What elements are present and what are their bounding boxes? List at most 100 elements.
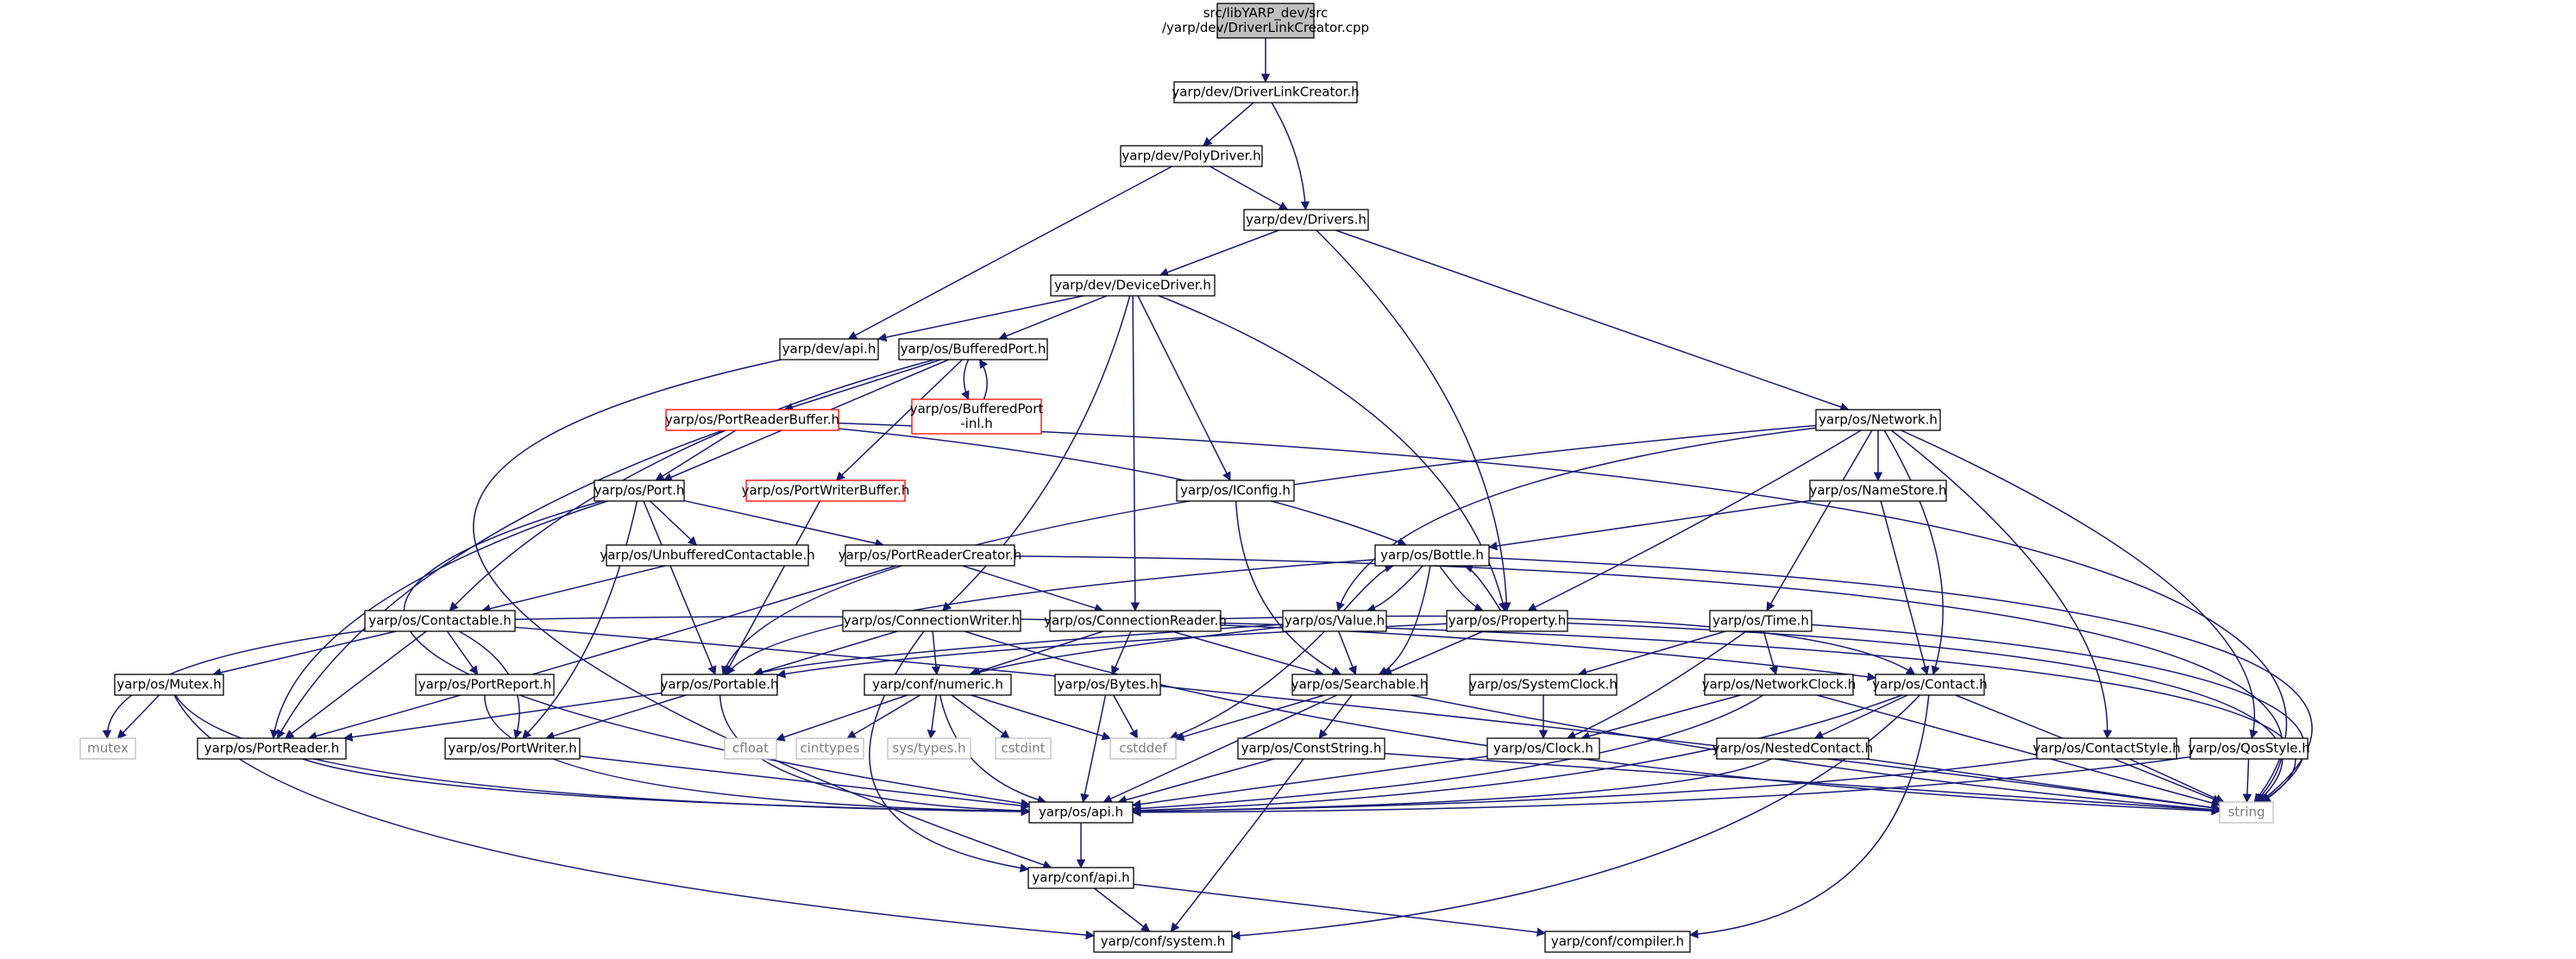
edge-network-to-contact <box>1883 429 1944 675</box>
node-conf_system[interactable]: yarp/conf/system.h <box>1093 931 1233 953</box>
edge-property-to-string <box>1567 622 2284 803</box>
node-portable[interactable]: yarp/os/Portable.h <box>661 674 779 696</box>
node-mutex_std: mutex <box>79 737 136 760</box>
node-contactable[interactable]: yarp/os/Contactable.h <box>364 610 516 632</box>
node-bytes[interactable]: yarp/os/Bytes.h <box>1054 674 1161 696</box>
node-mutex[interactable]: yarp/os/Mutex.h <box>114 674 224 696</box>
node-networkclock[interactable]: yarp/os/NetworkClock.h <box>1702 674 1857 696</box>
edge-iconfig-to-searchable <box>1235 500 1341 675</box>
node-box-searchable <box>1291 674 1428 696</box>
edge-contactable-to-contact <box>514 616 1877 681</box>
node-property[interactable]: yarp/os/Property.h <box>1446 610 1568 632</box>
node-box-mutex_std <box>79 737 136 760</box>
node-devicedriver[interactable]: yarp/dev/DeviceDriver.h <box>1050 274 1216 297</box>
node-qosstyle[interactable]: yarp/os/QosStyle.h <box>2188 737 2310 760</box>
node-box-cstdint <box>995 737 1052 760</box>
node-network[interactable]: yarp/os/Network.h <box>1815 409 1941 431</box>
edge-mutex-to-conf_system <box>173 694 1096 940</box>
node-bufferedport[interactable]: yarp/os/BufferedPort.h <box>898 338 1048 360</box>
edge-drivers-to-network <box>1335 229 1850 411</box>
node-label-root-line-1: src/libYARP_dev/src <box>1203 5 1329 22</box>
node-searchable[interactable]: yarp/os/Searchable.h <box>1291 674 1429 696</box>
edge-contactable-to-portreport <box>446 630 479 675</box>
node-root[interactable]: src/libYARP_dev/src/yarp/dev/DriverLinkC… <box>1162 3 1369 39</box>
node-unbuffered[interactable]: yarp/os/UnbufferedContactable.h <box>600 544 815 567</box>
node-box-portwriterbuffer <box>745 480 906 502</box>
node-label-contactstyle: yarp/os/ContactStyle.h <box>2033 741 2180 756</box>
node-systemclock[interactable]: yarp/os/SystemClock.h <box>1469 674 1618 696</box>
node-box-devicedriver <box>1050 274 1216 297</box>
node-time[interactable]: yarp/os/Time.h <box>1709 610 1813 632</box>
edge-bytes-to-os_api <box>1080 694 1107 804</box>
node-box-bottle <box>1374 544 1490 567</box>
node-label-dlc_h: yarp/dev/DriverLinkCreator.h <box>1172 85 1359 100</box>
edge-portreaderbuffer-to-bottle <box>838 428 1407 547</box>
node-bufferedport_inl[interactable]: yarp/os/BufferedPort-inl.h <box>910 398 1044 435</box>
node-drivers[interactable]: yarp/dev/Drivers.h <box>1243 209 1369 231</box>
edge-value-to-portable <box>753 624 1284 677</box>
edge-time-to-networkclock <box>1762 630 1779 676</box>
node-bottle[interactable]: yarp/os/Bottle.h <box>1374 544 1490 567</box>
node-nestedcontact[interactable]: yarp/os/NestedContact.h <box>1712 737 1873 760</box>
node-box-numeric <box>864 674 1012 696</box>
edge-numeric-to-os_api <box>939 694 1047 805</box>
node-dlc_h[interactable]: yarp/dev/DriverLinkCreator.h <box>1172 81 1360 103</box>
node-conf_compiler[interactable]: yarp/conf/compiler.h <box>1544 931 1691 953</box>
edge-connreader-to-string <box>1220 622 2296 803</box>
node-cinttypes: cinttypes <box>795 737 864 760</box>
edge-portreaderbuffer-to-string <box>838 422 2288 803</box>
node-label-conf_api: yarp/conf/api.h <box>1032 870 1129 886</box>
node-conststring[interactable]: yarp/os/ConstString.h <box>1237 737 1385 760</box>
edge-devicedriver-to-iconfig <box>1137 295 1231 481</box>
node-portreport[interactable]: yarp/os/PortReport.h <box>415 674 555 696</box>
node-portreadercreator[interactable]: yarp/os/PortReaderCreator.h <box>839 544 1022 567</box>
node-box-value <box>1282 610 1387 632</box>
node-namestore[interactable]: yarp/os/NameStore.h <box>1809 480 1947 502</box>
node-contact[interactable]: yarp/os/Contact.h <box>1872 674 1988 696</box>
edge-property-to-bottle <box>1463 563 1502 611</box>
node-portwriterbuffer[interactable]: yarp/os/PortWriterBuffer.h <box>742 480 910 502</box>
node-box-namestore <box>1809 480 1947 502</box>
node-portreader[interactable]: yarp/os/PortReader.h <box>197 737 347 760</box>
node-clock[interactable]: yarp/os/Clock.h <box>1486 737 1600 760</box>
node-portreaderbuffer[interactable]: yarp/os/PortReaderBuffer.h <box>665 409 839 431</box>
edge-networkclock-to-clock <box>1580 694 1741 741</box>
node-label-portreader: yarp/os/PortReader.h <box>204 741 340 756</box>
node-box-clock <box>1486 737 1600 760</box>
node-box-property <box>1446 610 1568 632</box>
node-box-portreport <box>415 674 555 696</box>
node-box-iconfig <box>1176 480 1295 502</box>
node-iconfig[interactable]: yarp/os/IConfig.h <box>1176 480 1295 502</box>
node-portwriter[interactable]: yarp/os/PortWriter.h <box>444 737 581 760</box>
edge-bytes-to-cstddef <box>1112 694 1139 739</box>
node-conf_api[interactable]: yarp/conf/api.h <box>1027 867 1134 889</box>
node-box-conf_api <box>1027 867 1134 889</box>
node-connreader[interactable]: yarp/os/ConnectionReader.h <box>1044 610 1227 632</box>
node-box-os_api <box>1028 801 1134 824</box>
node-numeric[interactable]: yarp/conf/numeric.h <box>864 674 1012 696</box>
edge-searchable-to-conststring <box>1318 694 1353 739</box>
node-contactstyle[interactable]: yarp/os/ContactStyle.h <box>2033 737 2181 760</box>
edge-value-to-numeric <box>971 626 1284 677</box>
edge-portreadercreator-to-connreader <box>962 565 1104 613</box>
edge-bufferedport-to-contactable <box>449 359 935 611</box>
edge-port-to-portwriter <box>522 500 638 739</box>
edge-numeric-to-cinttypes <box>846 694 921 739</box>
node-polydriver[interactable]: yarp/dev/PolyDriver.h <box>1120 145 1263 167</box>
node-dev_api[interactable]: yarp/dev/api.h <box>779 338 879 360</box>
node-connwriter[interactable]: yarp/os/ConnectionWriter.h <box>842 610 1021 632</box>
node-box-portreadercreator <box>845 544 1015 567</box>
edge-dlc_h-to-drivers <box>1271 102 1310 211</box>
node-value[interactable]: yarp/os/Value.h <box>1282 610 1387 632</box>
node-box-bufferedport_inl <box>911 398 1042 435</box>
node-label-bytes: yarp/os/Bytes.h <box>1057 677 1158 693</box>
edge-nestedcontact-to-string <box>1866 758 2221 812</box>
edge-drivers-to-property <box>1316 229 1511 612</box>
node-label-bottle: yarp/os/Bottle.h <box>1380 548 1484 563</box>
edge-contact-to-nestedcontact <box>1813 694 1908 739</box>
node-os_api[interactable]: yarp/os/api.h <box>1028 801 1134 824</box>
node-box-systemclock <box>1469 674 1618 696</box>
node-label-port: yarp/os/Port.h <box>594 483 685 498</box>
edge-portreadercreator-to-string <box>1014 555 2284 803</box>
node-port[interactable]: yarp/os/Port.h <box>594 480 685 502</box>
